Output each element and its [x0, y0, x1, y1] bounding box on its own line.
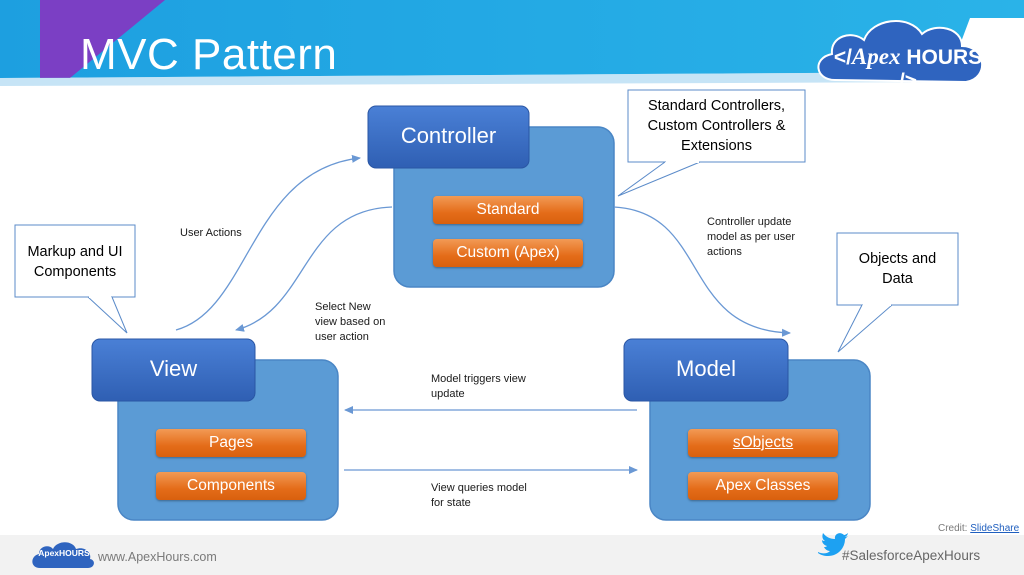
callout-line: Objects and: [858, 251, 937, 267]
model-item-apex-classes: Apex Classes: [688, 472, 838, 500]
controller-callout: [617, 89, 806, 197]
label-line: model as per user: [707, 231, 796, 243]
page-title: MVC Pattern: [80, 30, 338, 79]
footer-bar: [0, 535, 1024, 575]
label-line: Select New: [315, 301, 371, 313]
view-item-components: Components: [156, 472, 306, 500]
view-callout-text: Markup and UI Components: [15, 242, 135, 282]
logo-brand-hours: HOURS: [906, 46, 983, 69]
footer-logo-text: ApexHOURS: [38, 548, 90, 558]
label-controller-update: Controller update model as per user acti…: [707, 215, 795, 260]
model-title: Model: [676, 356, 736, 381]
callout-line: Components: [33, 264, 117, 280]
label-model-triggers: Model triggers view update: [431, 372, 526, 402]
label-line: View queries model: [431, 482, 527, 494]
controller-callout-text: Standard Controllers, Custom Controllers…: [628, 96, 805, 156]
callout-line: Markup and UI: [27, 244, 123, 260]
label-line: Controller update: [707, 216, 792, 228]
arrow-user-actions: [175, 154, 361, 331]
logo-brand-apex: Apex: [851, 44, 901, 69]
arrow-select-view: [235, 206, 393, 332]
logo-left-bracket: </: [833, 46, 852, 69]
credit-prefix: Credit:: [938, 523, 971, 534]
controller-item-custom-apex: Custom (Apex): [433, 239, 583, 267]
label-view-queries: View queries model for state: [431, 481, 527, 511]
model-item-sobjects[interactable]: sObjects: [688, 429, 838, 457]
logo-text: </Apex HOURS />: [828, 44, 988, 94]
model-callout-text: Objects and Data: [837, 249, 958, 289]
model-callout: [836, 232, 959, 353]
arrow-controller-update: [613, 206, 791, 337]
credit-link[interactable]: SlideShare: [970, 523, 1020, 534]
footer-website[interactable]: www.ApexHours.com: [98, 550, 217, 564]
title-banner: [0, 0, 1024, 86]
label-line: actions: [707, 246, 742, 258]
flow-arrows: [175, 154, 791, 474]
controller-title: Controller: [400, 123, 497, 148]
callout-line: Extensions: [681, 138, 752, 154]
label-select-view: Select New view based on user action: [315, 300, 385, 345]
callout-line: Custom Controllers &: [647, 118, 786, 134]
label-line: for state: [431, 497, 471, 509]
label-line: Model triggers view: [431, 373, 526, 385]
view-item-pages: Pages: [156, 429, 306, 457]
view-title: View: [149, 356, 198, 381]
footer-hashtag: #SalesforceApexHours: [842, 548, 981, 563]
controller-item-standard: Standard: [433, 196, 583, 224]
footer-mini-logo: [32, 542, 94, 568]
logo-right-bracket: />: [898, 70, 918, 93]
label-line: user action: [315, 331, 369, 343]
label-user-actions: User Actions: [180, 227, 242, 239]
credit: Credit: SlideShare: [938, 523, 1019, 534]
callout-line: Data: [882, 271, 913, 287]
view-callout: [14, 224, 136, 334]
label-line: view based on: [315, 316, 386, 328]
label-line: update: [431, 388, 465, 400]
twitter-icon: [818, 533, 848, 556]
callout-line: Standard Controllers,: [647, 98, 785, 114]
apexhours-logo: [817, 20, 984, 84]
